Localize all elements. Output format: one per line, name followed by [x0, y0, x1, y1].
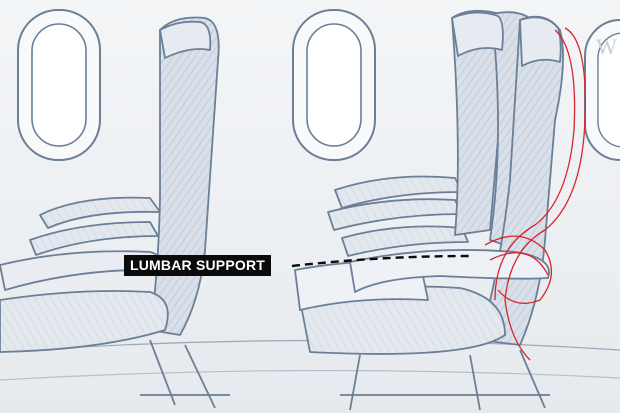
- lumbar-outline: [484, 27, 586, 361]
- callout-leader: [291, 254, 471, 268]
- watermark: W: [596, 34, 618, 59]
- window-center: [292, 9, 376, 161]
- lumbar-support-label: LUMBAR SUPPORT: [124, 255, 272, 276]
- window-left: [17, 9, 101, 161]
- seat-lumbar: [294, 9, 564, 411]
